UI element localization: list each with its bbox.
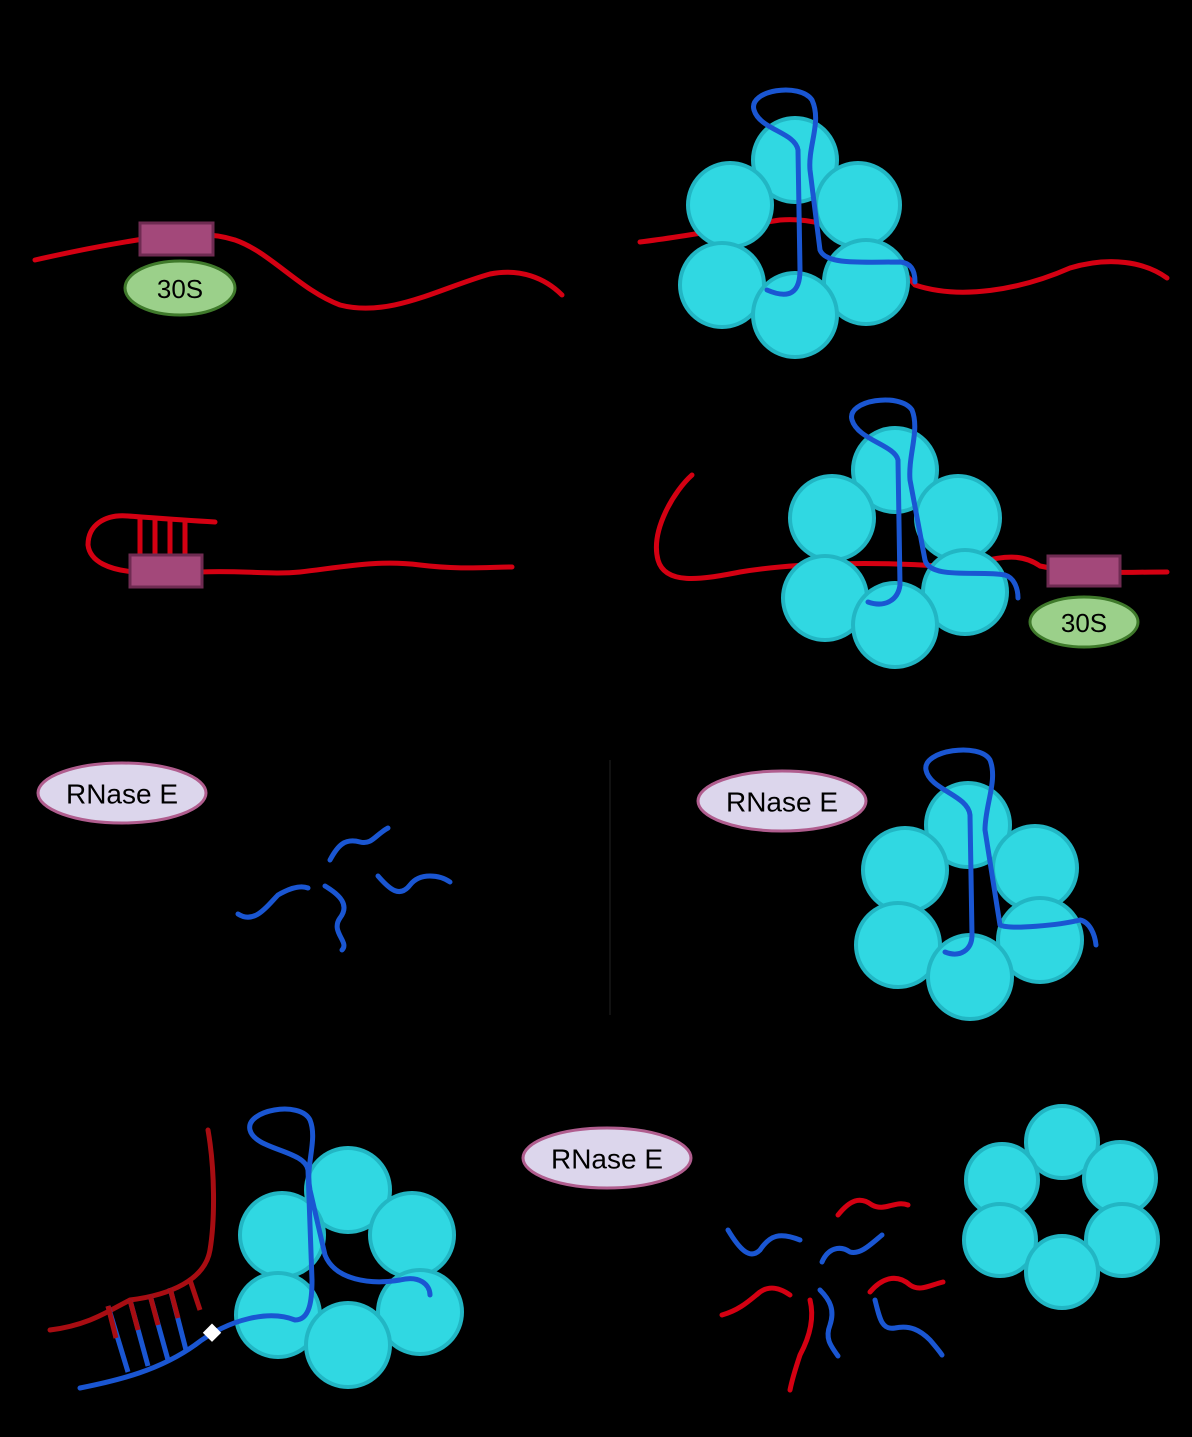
panel-srna-mrna-pairing xyxy=(47,1106,464,1391)
srna-strand xyxy=(77,1106,433,1391)
srna-strand xyxy=(849,397,1021,607)
mrna-strand xyxy=(32,232,565,311)
ribosome-30s-label: 30S xyxy=(1061,608,1107,638)
panel-translation-activation: 30S xyxy=(654,397,1170,669)
panel-hfq-srna-mrna xyxy=(637,87,1170,359)
srna-strand xyxy=(923,747,1099,957)
rbs-box xyxy=(138,221,215,257)
degraded-fragments xyxy=(719,1197,946,1393)
rnase-e: RNase E xyxy=(36,761,208,825)
rbs-box xyxy=(1046,554,1122,588)
rnase-e: RNase E xyxy=(696,769,868,833)
rnase-e-label: RNase E xyxy=(551,1144,663,1175)
panel-mrna-translation: 30S xyxy=(32,221,565,317)
panel-srna-degradation: RNase E xyxy=(36,761,453,953)
base-pairs xyxy=(105,1279,203,1373)
rnase-e: RNase E xyxy=(521,1126,693,1190)
panel-codegradation: RNase E xyxy=(521,1104,1160,1393)
hfq-hexamer xyxy=(234,1146,464,1389)
panel-srna-protection: RNase E xyxy=(696,747,1099,1021)
hfq-hexamer xyxy=(962,1104,1160,1310)
mrna-strand xyxy=(47,1127,217,1333)
ribosome-30s-label: 30S xyxy=(157,274,203,304)
hairpin-base-pairs xyxy=(137,518,188,558)
srna-strand xyxy=(751,87,918,297)
hfq-hexamer xyxy=(678,116,910,359)
ribosome-30s: 30S xyxy=(1028,595,1140,649)
srna-fragments xyxy=(235,825,453,953)
mrna-strand xyxy=(85,513,515,576)
ribosome-30s: 30S xyxy=(123,259,237,317)
panel-mrna-hairpin xyxy=(85,513,515,589)
rnase-e-label: RNase E xyxy=(726,787,838,818)
rnase-e-label: RNase E xyxy=(66,779,178,810)
rbs-box xyxy=(128,553,204,589)
hfq-hexamer xyxy=(781,426,1009,669)
